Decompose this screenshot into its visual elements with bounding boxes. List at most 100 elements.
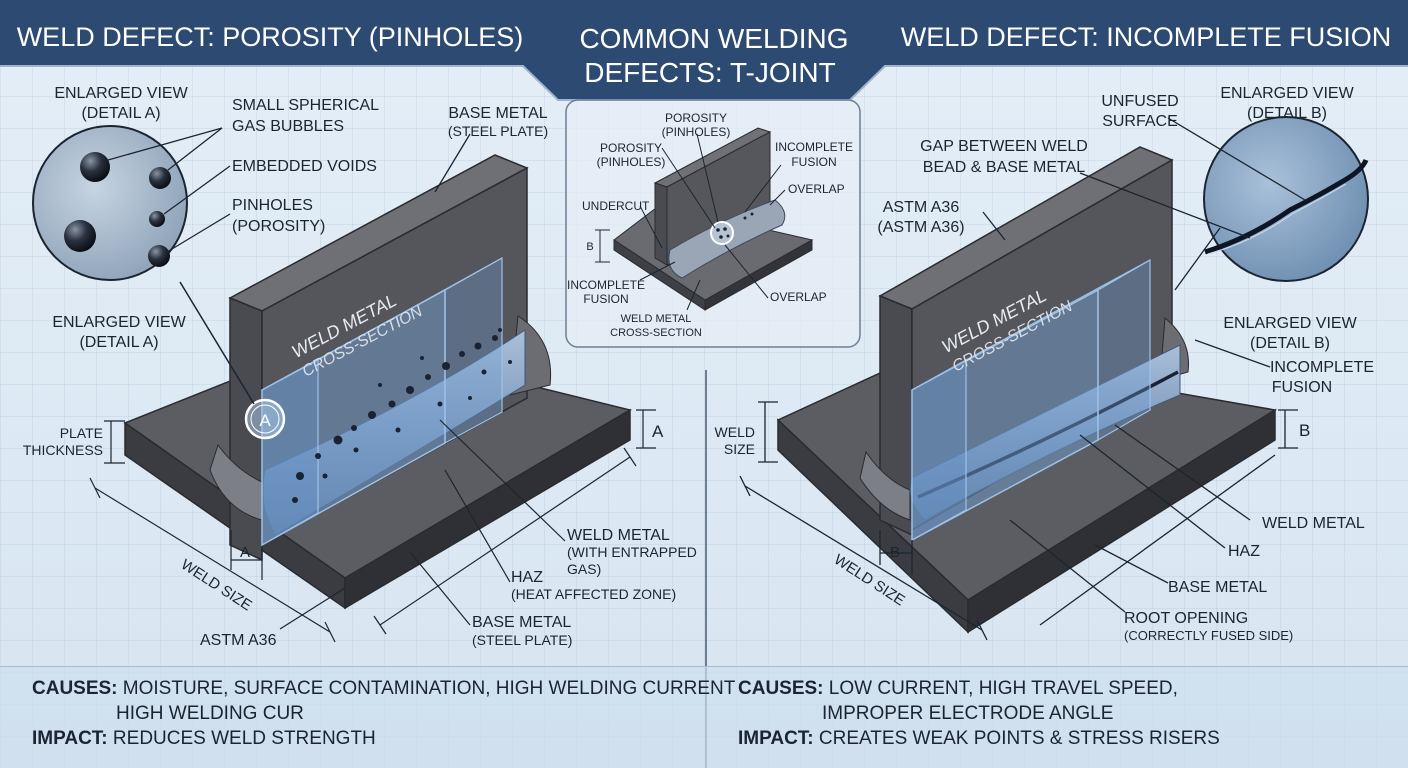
right-causes-text-2: IMPROPER ELECTRODE ANGLE [822, 703, 1114, 724]
left-dim-a-bottom: A [240, 544, 250, 561]
left-enlarged-top-1: ENLARGED VIEW [54, 85, 188, 102]
right-root-1: ROOT OPENING [1124, 610, 1248, 627]
left-base-metal-top-2: (STEEL PLATE) [448, 123, 548, 139]
left-impact-label: IMPACT: [32, 728, 108, 749]
inset-section-2: CROSS-SECTION [610, 327, 702, 339]
right-astm-2: (ASTM A36) [877, 219, 964, 236]
right-weld-metal: WELD METAL [1262, 515, 1365, 532]
left-weld-bead [262, 329, 526, 536]
right-root-2: (CORRECTLY FUSED SIDE) [1124, 628, 1293, 643]
left-haz-2: (HEAT AFFECTED ZONE) [511, 586, 676, 602]
inset-pores [716, 212, 754, 239]
left-section-box-face [261, 358, 319, 547]
right-leader-lines [739, 117, 1306, 641]
right-gap-1: GAP BETWEEN WELD [920, 138, 1088, 155]
right-causes-text: LOW CURRENT, HIGH TRAVEL SPEED, [828, 678, 1178, 699]
right-weld-bead [909, 344, 1181, 521]
inset-vertical-face [654, 182, 668, 266]
inset-porosity-left-1: POROSITY [600, 141, 662, 155]
left-section-box-right [444, 256, 503, 445]
enlarged-view-b [1203, 116, 1369, 282]
right-astm-1: ASTM A36 [883, 199, 960, 216]
right-base-metal: BASE METAL [1168, 579, 1267, 596]
right-enlarged-top-2: (DETAIL B) [1247, 105, 1327, 122]
inset-section-1: WELD METAL [621, 313, 692, 325]
left-base-metal-bottom-1: BASE METAL [472, 614, 571, 631]
right-title: WELD DEFECT: INCOMPLETE FUSION [901, 22, 1392, 52]
left-labels: ENLARGED VIEW (DETAIL A) SMALL SPHERICAL… [23, 85, 697, 649]
left-astm: ASTM A36 [200, 632, 277, 649]
right-impact-line: IMPACT: CREATES WEAK POINTS & STRESS RIS… [738, 728, 1220, 750]
left-dimensions [89, 409, 656, 643]
left-base-metal-bottom-2: (STEEL PLATE) [472, 632, 572, 648]
left-causes-text: MOISTURE, SURFACE CONTAMINATION, HIGH WE… [122, 678, 736, 699]
inset-base-side [704, 239, 813, 311]
inset-overlap-bottom: OVERLAP [770, 290, 827, 304]
label-thickness: THICKNESS [23, 442, 103, 458]
inset-incomplete-bottom-2: FUSION [583, 292, 628, 306]
right-dim-b-bottom: B [890, 544, 900, 561]
left-causes-line: CAUSES: MOISTURE, SURFACE CONTAMINATION,… [32, 678, 735, 700]
inset-incomplete-top-1: INCOMPLETE [775, 140, 853, 154]
label-plate: PLATE [60, 425, 103, 441]
left-weld-metal-3: GAS) [567, 561, 601, 577]
left-weld-size: WELD SIZE [178, 556, 255, 614]
left-leader-lines [107, 127, 471, 253]
right-fusion-gap [917, 370, 1179, 499]
right-enlarged-mid-1: ENLARGED VIEW [1223, 315, 1357, 332]
right-causes-line-2: IMPROPER ELECTRODE ANGLE [822, 703, 1113, 725]
header-bar: WELD DEFECT: POROSITY (PINHOLES) COMMON … [0, 0, 1408, 101]
right-enlarged-top-1: ENLARGED VIEW [1220, 85, 1354, 102]
left-enlarged-mid-1: ENLARGED VIEW [52, 314, 186, 331]
center-title-line1: COMMON WELDING [579, 23, 848, 54]
left-base-metal-top-1: BASE METAL [448, 105, 547, 122]
right-t-joint [776, 146, 1278, 634]
detail-a-marker: A [244, 398, 286, 440]
left-weld-metal-1: WELD METAL [567, 527, 670, 544]
right-incomplete-2: FUSION [1272, 379, 1332, 396]
inset-undercut: UNDERCUT [582, 199, 650, 213]
left-title: WELD DEFECT: POROSITY (PINHOLES) [17, 22, 524, 52]
right-incomplete-1: INCOMPLETE [1270, 359, 1374, 376]
right-weld-fillet-front [859, 450, 911, 521]
footer-panel [0, 666, 1408, 768]
left-impact-line: IMPACT: REDUCES WELD STRENGTH [32, 728, 376, 750]
right-unfused-2: SURFACE [1102, 113, 1178, 130]
inset-leaders [595, 133, 786, 311]
inset-porosity-top-2: (PINHOLES) [662, 125, 731, 139]
left-t-joint [123, 154, 632, 610]
label-gas-bubbles: GAS BUBBLES [232, 118, 344, 135]
center-title-line2: DEFECTS: T-JOINT [584, 57, 836, 88]
right-section-box-face [911, 358, 967, 542]
detail-a-leader [179, 281, 255, 405]
right-causes-label: CAUSES: [738, 678, 824, 699]
right-unfused-1: UNFUSED [1101, 93, 1178, 110]
right-weld-size-2: SIZE [724, 441, 755, 457]
label-porosity: (POROSITY) [232, 218, 325, 235]
right-weld-size-1: WELD [715, 424, 755, 440]
inset-dim-b: B [586, 241, 593, 253]
right-dim-b-right: B [1299, 421, 1310, 440]
left-haz-1: HAZ [511, 569, 543, 586]
right-impact-label: IMPACT: [738, 728, 814, 749]
left-causes-text-2: HIGH WELDING CUR [116, 703, 304, 724]
left-causes-label: CAUSES: [32, 678, 118, 699]
detail-a-letter: A [259, 411, 271, 430]
left-base-plate-side [344, 408, 631, 610]
right-causes-line: CAUSES: LOW CURRENT, HIGH TRAVEL SPEED, [738, 678, 1178, 700]
left-enlarged-top-2: (DETAIL A) [81, 105, 160, 122]
inset-porosity-top-1: POROSITY [665, 111, 727, 125]
inset-overlap-top: OVERLAP [788, 182, 845, 196]
left-impact-text: REDUCES WELD STRENGTH [112, 728, 376, 749]
enlarged-view-a [32, 125, 188, 281]
right-haz: HAZ [1228, 543, 1260, 560]
inset-porosity-circle [710, 221, 734, 245]
inset-incomplete-bottom-1: INCOMPLETE [567, 278, 645, 292]
right-gap-2: BEAD & BASE METAL [923, 159, 1086, 176]
left-enlarged-mid-2: (DETAIL A) [79, 334, 158, 351]
right-section-box-right [1097, 258, 1151, 442]
label-small-spherical: SMALL SPHERICAL [232, 97, 379, 114]
left-pores [292, 328, 512, 503]
